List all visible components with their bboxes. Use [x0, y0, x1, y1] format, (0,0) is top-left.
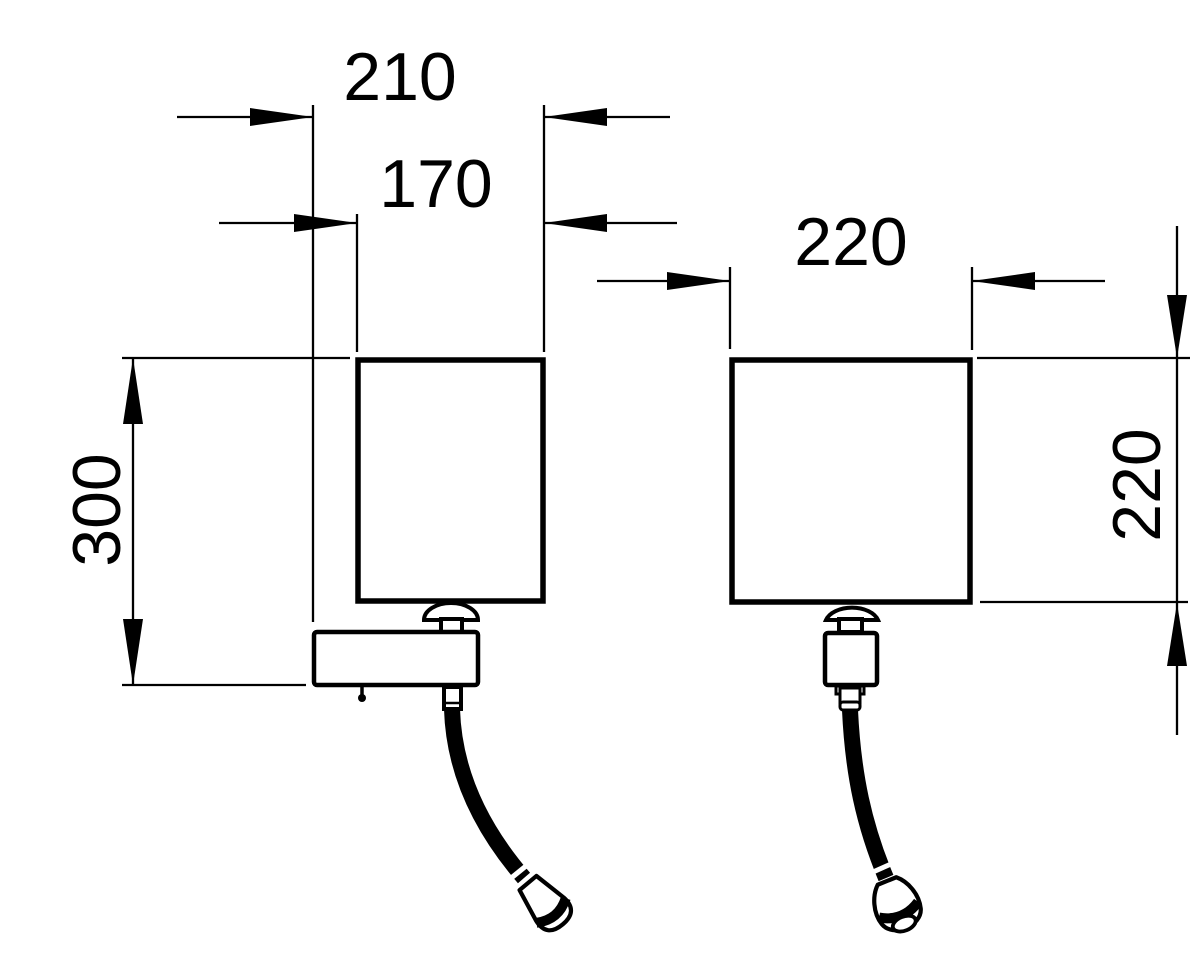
dim-label-front-width: 220 — [794, 204, 907, 280]
led-head — [872, 875, 923, 934]
dim-front-shade-height: 220 — [977, 226, 1190, 735]
arrowhead-icon — [544, 108, 607, 126]
arrowhead-icon — [972, 272, 1035, 290]
arrowhead-icon — [250, 108, 313, 126]
wall-bracket — [311, 629, 481, 688]
dim-front-shade-width: 220 — [597, 204, 1105, 350]
side-view-lamp — [311, 357, 574, 933]
arrowhead-icon — [1167, 295, 1187, 358]
dim-label-overall-height: 300 — [59, 453, 135, 566]
dim-label-overall-depth: 210 — [343, 39, 456, 115]
dim-side-overall-depth: 210 — [177, 39, 670, 622]
dim-side-shade-depth: 170 — [219, 146, 677, 352]
socket-neck — [837, 617, 864, 634]
led-head-band — [535, 896, 571, 928]
switch-knob — [358, 694, 366, 702]
flex-arm — [842, 709, 894, 882]
front-view-lamp — [729, 357, 973, 934]
connector-ring — [838, 700, 862, 712]
led-head-lens — [890, 913, 918, 934]
dim-label-shade-depth: 170 — [379, 146, 492, 222]
arrowhead-icon — [544, 214, 607, 232]
arrowhead-icon — [1167, 603, 1187, 666]
socket-dome — [822, 605, 882, 622]
arrowhead-icon — [123, 358, 143, 424]
flex-arm — [444, 708, 531, 884]
led-head — [517, 873, 574, 933]
arm-end-ring — [508, 864, 528, 881]
arm-end-ring — [871, 861, 893, 875]
lampshade-side — [355, 357, 546, 604]
dim-side-overall-height: 300 — [59, 356, 350, 687]
arrowhead-icon — [123, 619, 143, 685]
arm-collar — [442, 685, 463, 711]
side-view: 210 170 300 — [59, 39, 677, 933]
canopy-box — [822, 630, 880, 688]
front-view: 220 220 — [597, 204, 1190, 934]
lampshade-front — [729, 357, 973, 605]
arrowhead-icon — [294, 214, 357, 232]
arrowhead-icon — [667, 272, 730, 290]
dim-label-front-height: 220 — [1099, 428, 1175, 541]
